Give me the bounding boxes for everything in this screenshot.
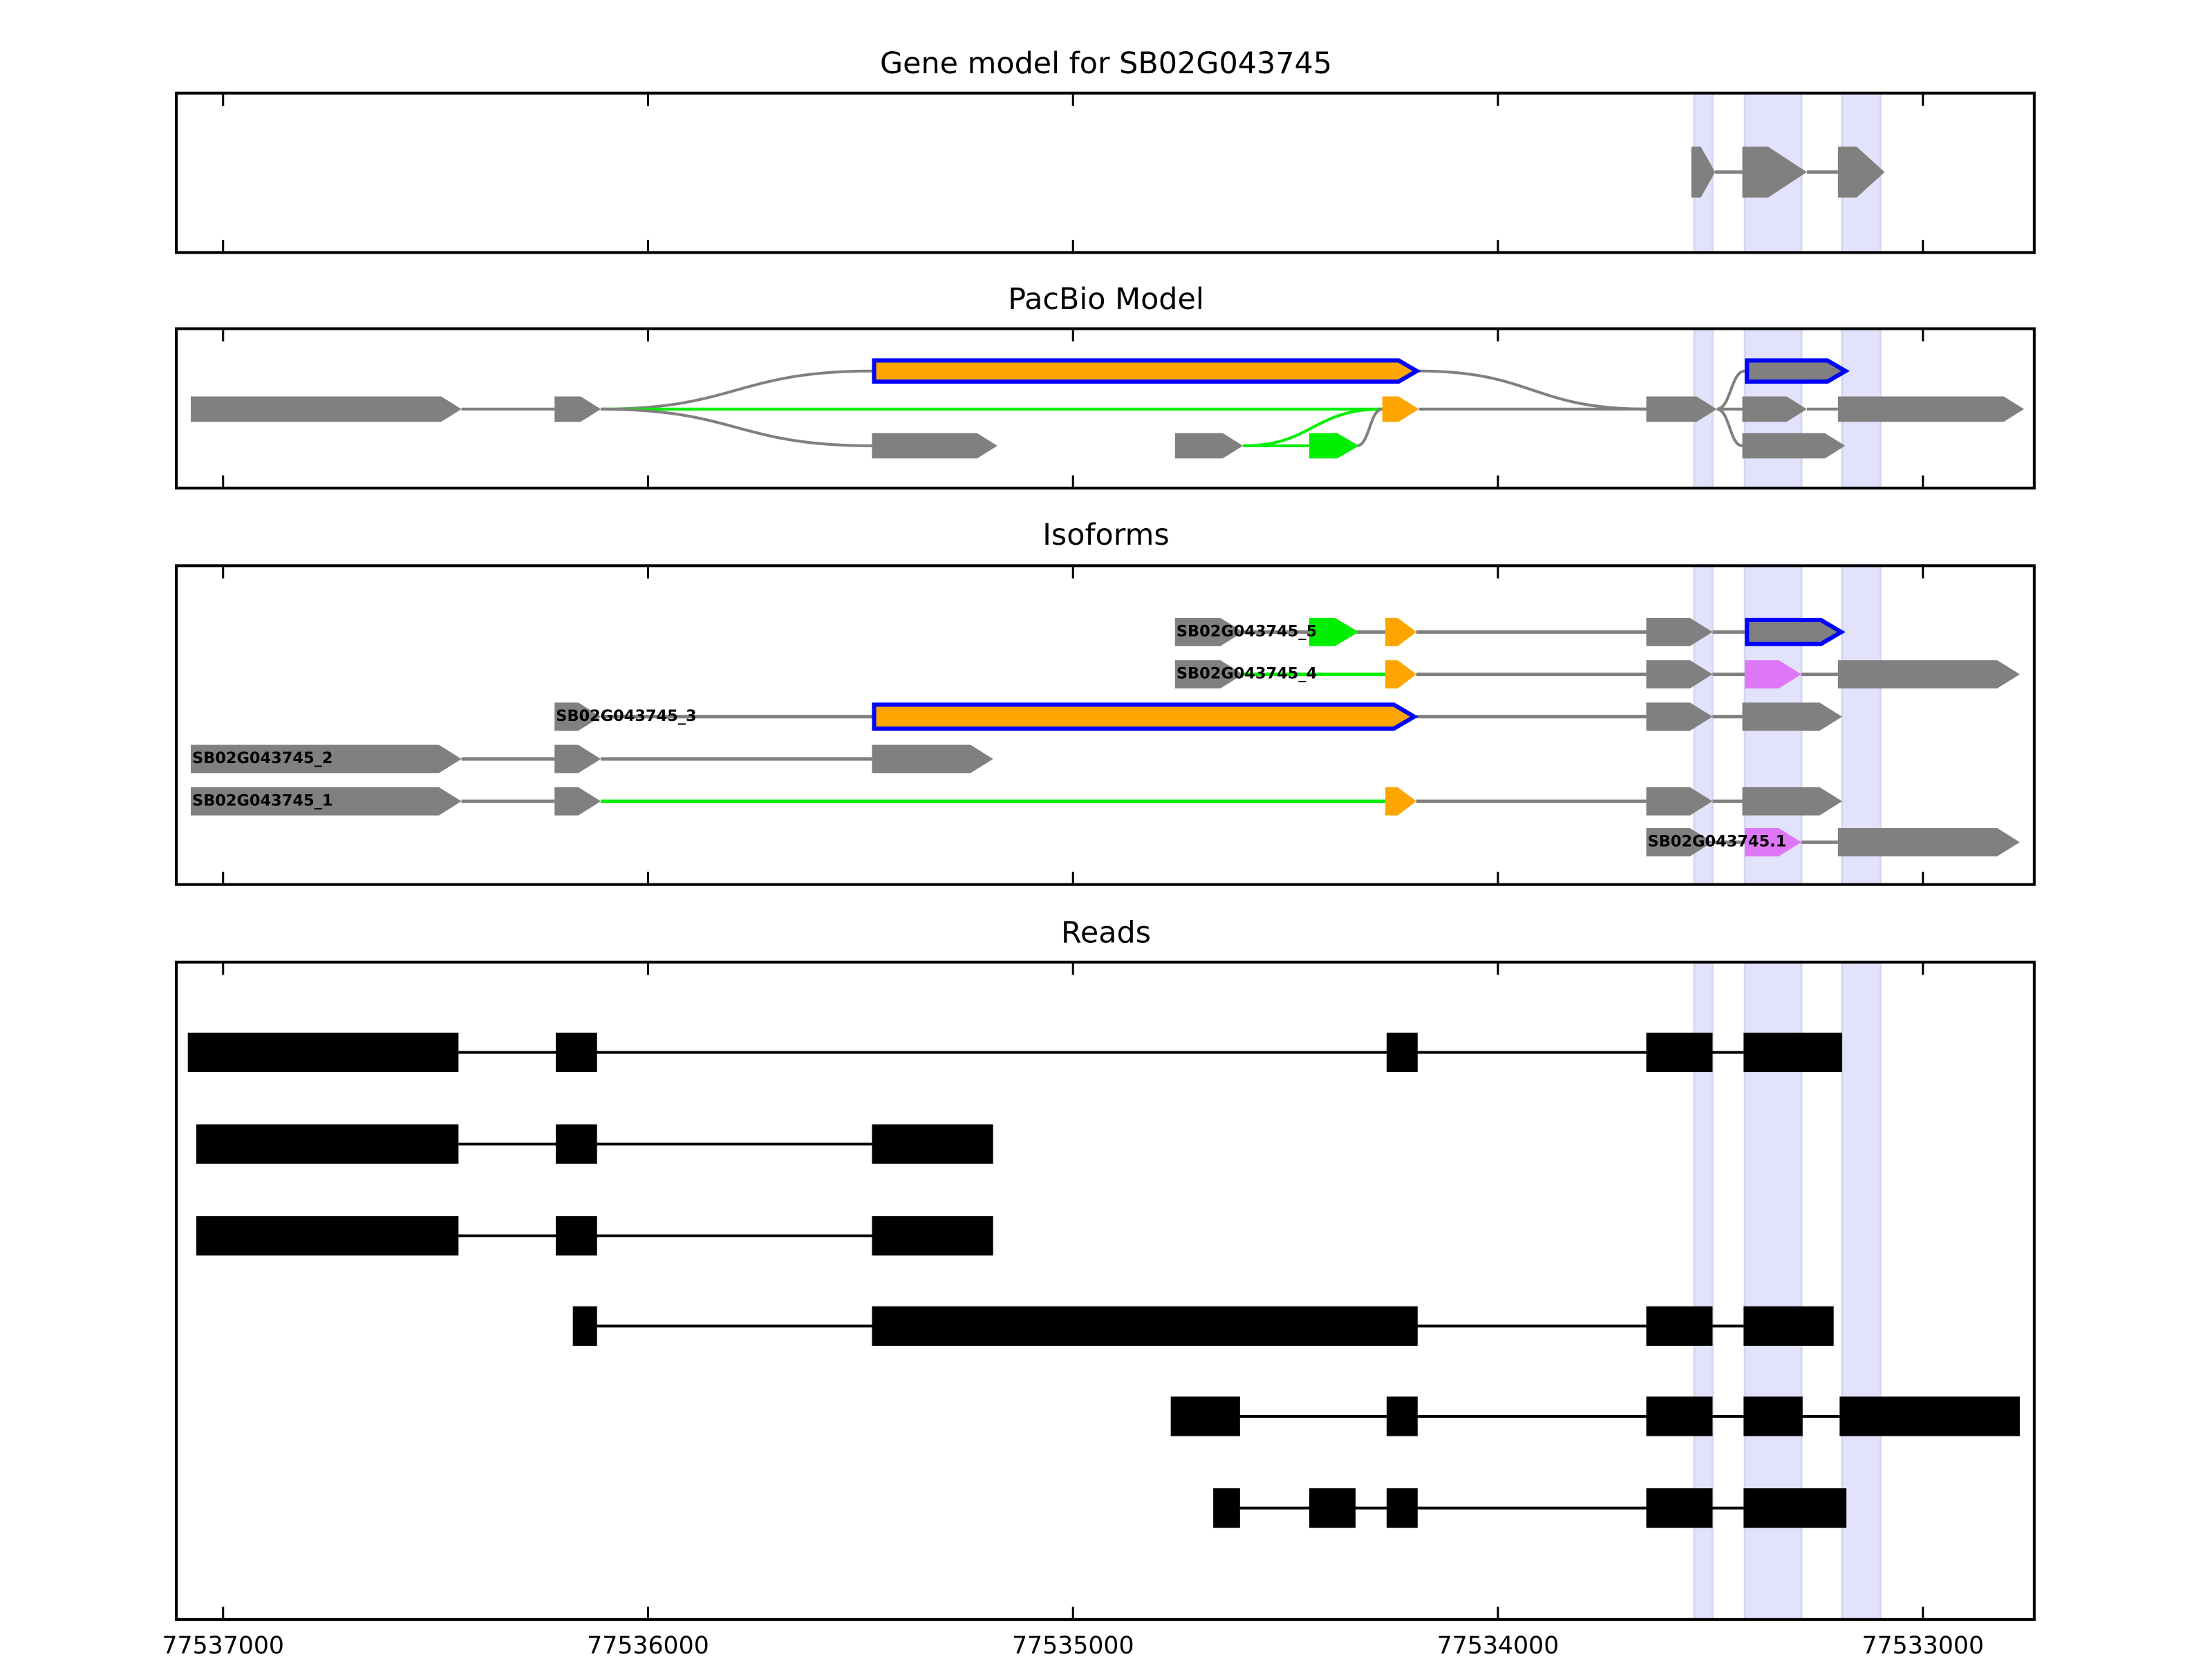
isoform-exon (1385, 660, 1416, 688)
isoform-label: SB02G043745_1 (192, 791, 332, 809)
read-block (1309, 1488, 1356, 1528)
isoform-exon (1646, 660, 1713, 688)
read-block (872, 1306, 1418, 1346)
pacbio-exon (1174, 433, 1244, 459)
isoform-exon (1745, 617, 1846, 646)
isoform-label: SB02G043745_3 (556, 707, 696, 725)
panel-frame (175, 327, 2036, 490)
read-block (196, 1216, 459, 1256)
read-block (872, 1124, 993, 1164)
isoform-exon (1837, 660, 2020, 688)
splice-edge (1418, 369, 1647, 411)
read-block (556, 1032, 597, 1073)
isoform-exon (1742, 702, 1842, 731)
read-block (196, 1124, 459, 1164)
read-block (1646, 1306, 1713, 1346)
splice-edge (1243, 407, 1382, 447)
read-block (556, 1124, 597, 1164)
gene-model-exon (1691, 147, 1716, 198)
isoform-exon (1745, 660, 1801, 688)
read-block (1839, 1396, 2020, 1436)
isoforms-title: Isoforms (1042, 518, 1169, 552)
isoform-label: SB02G043745_4 (1177, 665, 1317, 683)
read-block (1743, 1488, 1847, 1528)
splice-edge (1716, 369, 1745, 411)
isoform-exon (191, 744, 462, 774)
x-tick-label: 77536000 (587, 1632, 709, 1659)
isoform-exon (1646, 787, 1713, 816)
pacbio-exon (1646, 396, 1717, 422)
isoform-exon (1385, 617, 1416, 646)
isoform-exon (554, 744, 601, 774)
read-block (1386, 1396, 1418, 1436)
isoform-exon (1646, 617, 1713, 646)
pacbio-exon (1742, 433, 1846, 459)
read-block (1646, 1396, 1713, 1436)
isoform-exon (554, 702, 601, 731)
pacbio-exon (191, 396, 462, 422)
isoform-exon (554, 787, 601, 816)
read-block (572, 1306, 597, 1346)
read-block (1213, 1488, 1240, 1528)
isoform-exon (872, 744, 993, 774)
isoform-exon (1385, 787, 1416, 816)
x-tick-label: 77534000 (1437, 1632, 1559, 1659)
splice-edge (1356, 407, 1383, 447)
pacbio-exon (1742, 396, 1807, 422)
isoform-exon (1309, 617, 1359, 646)
isoform-exon (1837, 827, 2020, 856)
gene-model-exon (1742, 147, 1807, 198)
isoform-label: SB02G043745.1 (1648, 832, 1787, 850)
gene-model-title: Gene model for SB02G043745 (880, 46, 1332, 81)
read-block (556, 1216, 597, 1256)
reads-title: Reads (1061, 915, 1151, 950)
isoform-exon (1646, 827, 1713, 856)
isoform-exon (1646, 702, 1713, 731)
panel-frame (175, 91, 2036, 254)
x-tick-label: 77537000 (162, 1632, 284, 1659)
read-block (1386, 1488, 1418, 1528)
pacbio-exon (1745, 358, 1850, 384)
isoform-label: SB02G043745_2 (192, 749, 332, 767)
pacbio-exon (1837, 396, 2025, 422)
pacbio-exon (1309, 433, 1359, 459)
splice-edge (601, 369, 872, 411)
isoform-exon (872, 702, 1418, 731)
pacbio-exon (872, 358, 1421, 384)
splice-edge (601, 407, 872, 447)
x-tick-label: 77535000 (1012, 1632, 1134, 1659)
panel-frame (175, 564, 2036, 886)
read-block (1646, 1032, 1713, 1073)
x-tick-label: 77533000 (1862, 1632, 1985, 1659)
gene-model-exon (1837, 147, 1885, 198)
read-block (1386, 1032, 1418, 1073)
isoform-exon (1745, 827, 1801, 856)
panel-frame (175, 960, 2036, 1621)
pacbio-exon (1382, 396, 1419, 422)
read-block (872, 1216, 993, 1256)
pacbio-title: PacBio Model (1008, 282, 1203, 317)
read-block (1743, 1306, 1834, 1346)
pacbio-exon (554, 396, 601, 422)
splice-edge (1716, 407, 1743, 447)
read-block (1646, 1488, 1713, 1528)
isoform-exon (191, 787, 462, 816)
pacbio-exon (872, 433, 997, 459)
read-block (187, 1032, 459, 1073)
read-block (1170, 1396, 1240, 1436)
isoform-exon (1742, 787, 1842, 816)
highlight-region (1841, 961, 1882, 1621)
read-block (1743, 1032, 1842, 1073)
isoform-exon (1174, 660, 1244, 688)
isoform-label: SB02G043745_5 (1177, 622, 1317, 640)
isoform-exon (1174, 617, 1244, 646)
read-block (1743, 1396, 1803, 1436)
